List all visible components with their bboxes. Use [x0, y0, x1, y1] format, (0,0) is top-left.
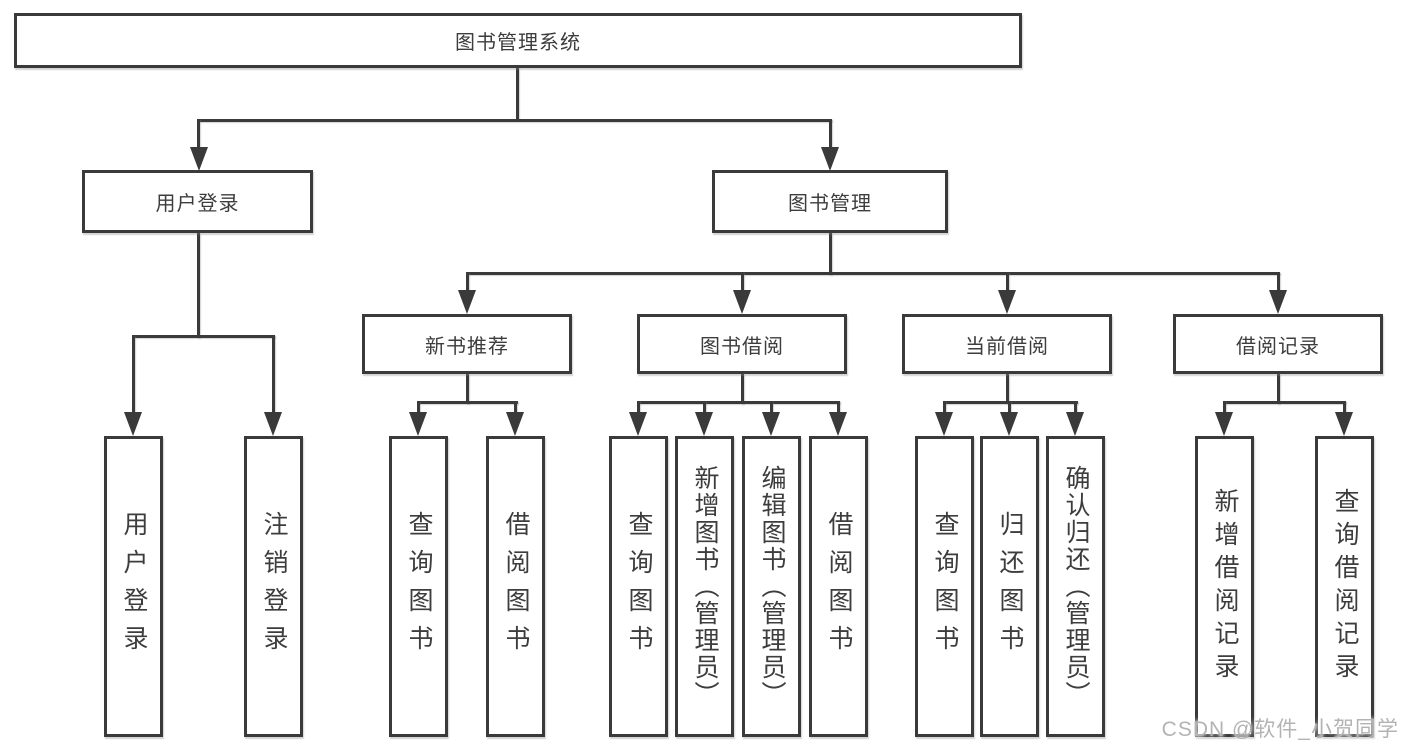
leaf-bb-add-books-admin: 新增图书（管理员） — [675, 436, 734, 737]
connector-line — [197, 233, 200, 338]
node-borrow-records: 借阅记录 — [1173, 314, 1383, 374]
connector-line — [466, 374, 469, 404]
connector-line — [829, 119, 832, 149]
arrowhead-icon — [1335, 412, 1353, 436]
connector-line — [637, 401, 640, 414]
arrowhead-icon — [829, 412, 847, 436]
leaf-label: 查询图书 — [405, 510, 433, 663]
arrowhead-icon — [124, 412, 142, 436]
connector-line — [466, 272, 469, 292]
connector-line — [741, 272, 744, 292]
leaf-label: 注销登录 — [260, 510, 288, 663]
arrowhead-icon — [506, 412, 524, 436]
connector-line — [943, 401, 946, 414]
connector-line — [703, 401, 706, 414]
connector-line — [637, 401, 840, 404]
leaf-nb-query-books: 查询图书 — [389, 436, 448, 737]
leaf-br-add-record: 新增借阅记录 — [1195, 436, 1254, 737]
leaf-nb-borrow-books: 借阅图书 — [486, 436, 545, 737]
node-label: 图书管理系统 — [455, 32, 581, 54]
arrowhead-icon — [1000, 412, 1018, 436]
leaf-user-login: 用户登录 — [104, 436, 163, 737]
connector-line — [1008, 401, 1011, 414]
leaf-label: 借阅图书 — [502, 510, 530, 663]
arrowhead-icon — [458, 290, 476, 314]
connector-line — [837, 401, 840, 414]
arrowhead-icon — [998, 290, 1016, 314]
leaf-label: 归还图书 — [996, 510, 1024, 663]
connector-line — [1343, 401, 1346, 414]
arrowhead-icon — [629, 412, 647, 436]
arrowhead-icon — [695, 412, 713, 436]
arrowhead-icon — [1269, 290, 1287, 314]
connector-line — [417, 401, 420, 414]
connector-line — [197, 119, 832, 122]
node-book-management: 图书管理 — [712, 170, 948, 233]
leaf-label: 查询图书 — [931, 510, 959, 663]
leaf-label: 查询借阅记录 — [1331, 487, 1359, 686]
arrowhead-icon — [762, 412, 780, 436]
node-current-borrow: 当前借阅 — [902, 314, 1112, 374]
connector-line — [516, 68, 519, 120]
leaf-bb-edit-books-admin: 编辑图书（管理员） — [742, 436, 801, 737]
leaf-cb-return-books: 归还图书 — [980, 436, 1039, 737]
connector-line — [1074, 401, 1077, 414]
leaf-label: 用户登录 — [120, 510, 148, 663]
arrowhead-icon — [821, 147, 839, 171]
leaf-label: 确认归还（管理员） — [1062, 465, 1090, 708]
connector-line — [1277, 272, 1280, 292]
arrowhead-icon — [190, 147, 208, 171]
arrowhead-icon — [1215, 412, 1233, 436]
leaf-bb-borrow-books: 借阅图书 — [809, 436, 868, 737]
connector-line — [197, 119, 200, 149]
connector-line — [1006, 374, 1009, 404]
leaf-label: 借阅图书 — [825, 510, 853, 663]
connector-line — [829, 233, 832, 275]
node-book-borrow: 图书借阅 — [637, 314, 847, 374]
connector-line — [1223, 401, 1346, 404]
connector-line — [1223, 401, 1226, 414]
node-system-root: 图书管理系统 — [14, 13, 1022, 68]
node-label: 图书管理 — [788, 193, 872, 215]
leaf-cb-query-books: 查询图书 — [915, 436, 974, 737]
connector-line — [132, 335, 275, 338]
connector-line — [417, 401, 518, 404]
arrowhead-icon — [409, 412, 427, 436]
arrowhead-icon — [733, 290, 751, 314]
leaf-cb-confirm-return-admin: 确认归还（管理员） — [1046, 436, 1105, 737]
arrowhead-icon — [1066, 412, 1084, 436]
leaf-label: 查询图书 — [625, 510, 653, 663]
leaf-logout-login: 注销登录 — [244, 436, 303, 737]
leaf-label: 编辑图书（管理员） — [758, 465, 786, 708]
leaf-bb-query-books: 查询图书 — [609, 436, 668, 737]
arrowhead-icon — [264, 412, 282, 436]
connector-line — [514, 401, 517, 414]
connector-line — [272, 335, 275, 415]
arrowhead-icon — [935, 412, 953, 436]
leaf-label: 新增图书（管理员） — [691, 465, 719, 708]
connector-line — [741, 374, 744, 404]
watermark: CSDN @软件_小贺同学 — [1161, 718, 1399, 741]
node-user-login: 用户登录 — [82, 170, 313, 233]
connector-line — [466, 272, 1280, 275]
node-label: 图书借阅 — [700, 335, 784, 358]
connector-line — [1277, 374, 1280, 404]
leaf-br-query-record: 查询借阅记录 — [1315, 436, 1374, 737]
connector-line — [1006, 272, 1009, 292]
node-new-book-recommend: 新书推荐 — [362, 314, 572, 374]
node-label: 新书推荐 — [425, 335, 509, 358]
node-label: 当前借阅 — [965, 335, 1049, 358]
connector-line — [132, 335, 135, 415]
node-label: 用户登录 — [155, 193, 240, 215]
node-label: 借阅记录 — [1236, 335, 1320, 358]
connector-line — [770, 401, 773, 414]
leaf-label: 新增借阅记录 — [1211, 487, 1239, 686]
